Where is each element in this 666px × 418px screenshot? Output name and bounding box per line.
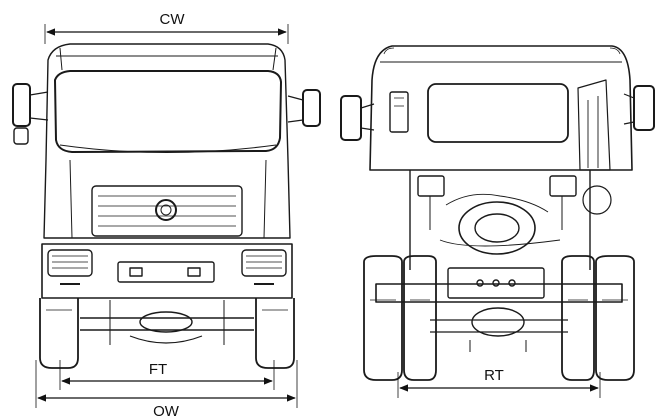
front-track-dimension: FT — [59, 360, 275, 390]
rear-track-label: RT — [484, 367, 504, 384]
overall-width-dimension: OW — [35, 360, 298, 418]
cab-width-label: CW — [160, 11, 186, 28]
front-view-truck — [12, 43, 321, 369]
rear-view-truck — [340, 45, 655, 381]
cab-width-dimension: CW — [44, 11, 289, 44]
rear-track-dimension: RT — [397, 367, 601, 398]
front-track-label: FT — [149, 361, 167, 378]
overall-width-label: OW — [153, 403, 180, 418]
